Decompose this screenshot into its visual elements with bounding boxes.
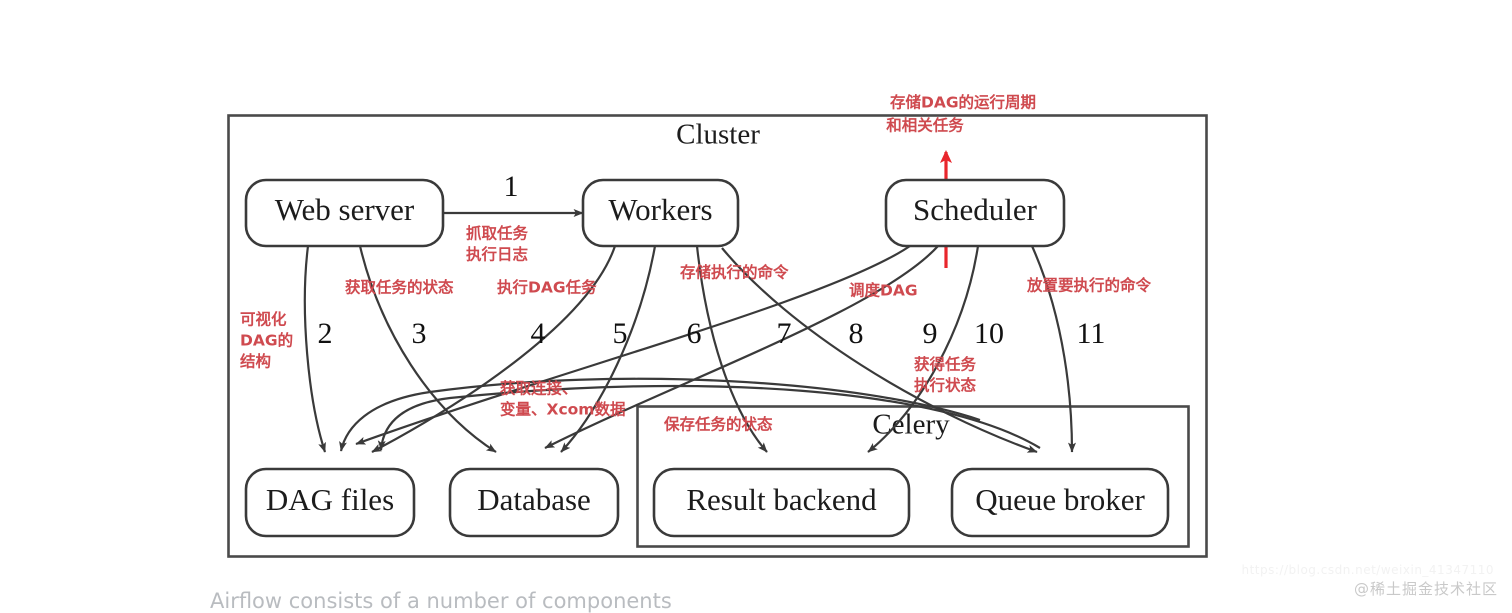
annotation-visualize-dag-line1: 可视化	[240, 310, 287, 329]
edge-8-scheduler-dagfiles	[355, 245, 911, 446]
edge-11-scheduler-queuebroker	[1030, 245, 1076, 453]
annotation-fetch-task-logs-line1: 抓取任务	[466, 224, 529, 243]
edge-number-4: 4	[531, 317, 546, 350]
annotation-store-dag-schedule-line2: 和相关任务	[886, 116, 964, 135]
group-title-celery: Celery	[872, 409, 950, 441]
edge-10-scheduler-resultbackend	[867, 245, 980, 453]
annotation-get-task-exec-state-line2: 执行状态	[914, 376, 977, 395]
edge-3-webserver-database	[358, 245, 497, 453]
edge-number-11: 11	[1077, 317, 1106, 350]
edge-number-8: 8	[849, 317, 864, 350]
annotation-get-task-state: 获取任务的状态	[345, 278, 454, 297]
watermark-url: https://blog.csdn.net/weixin_41347110	[1241, 563, 1494, 577]
edge-number-7: 7	[777, 317, 792, 350]
annotation-visualize-dag-line2: DAG的	[240, 331, 293, 350]
annotation-schedule-dag: 调度DAG	[849, 281, 918, 300]
watermark-site: @稀土掘金技术社区	[1353, 580, 1498, 598]
annotation-store-exec-command: 存储执行的命令	[680, 263, 789, 282]
annotation-place-command: 放置要执行的命令	[1026, 276, 1152, 295]
annotation-get-task-exec-state-line1: 获得任务	[914, 355, 977, 374]
annotation-get-conn-vars-line1: 获取连接、	[500, 379, 578, 398]
node-database[interactable]: Database	[448, 467, 620, 538]
edge-5-workers-database	[560, 245, 657, 453]
node-dag-files[interactable]: DAG files	[244, 467, 416, 538]
node-label-dag-files: DAG files	[266, 482, 394, 517]
node-queue-broker[interactable]: Queue broker	[950, 467, 1170, 538]
edge-database-connections-variables	[377, 384, 1041, 451]
edge-number-10: 10	[974, 317, 1004, 350]
node-label-queue-broker: Queue broker	[975, 482, 1145, 517]
annotation-save-task-state: 保存任务的状态	[663, 415, 773, 434]
edge-number-9: 9	[923, 317, 938, 350]
edge-number-6: 6	[687, 317, 702, 350]
annotation-store-dag-schedule-line1: 存储DAG的运行周期	[890, 93, 1036, 112]
node-label-web-server: Web server	[275, 192, 415, 227]
edge-number-2: 2	[318, 317, 333, 350]
edge-9-scheduler-database	[544, 245, 939, 449]
annotation-run-dag-task: 执行DAG任务	[497, 278, 597, 297]
group-title-cluster: Cluster	[676, 119, 760, 151]
edge-2-webserver-dagfiles	[303, 245, 327, 453]
figure-caption: Airflow consists of a number of componen…	[210, 589, 672, 613]
edge-7-workers-queuebroker	[721, 247, 1038, 454]
annotation-visualize-dag-line3: 结构	[239, 352, 271, 371]
node-scheduler[interactable]: Scheduler	[884, 178, 1066, 248]
edge-4-workers-dagfiles	[371, 245, 617, 453]
edge-number-1: 1	[504, 170, 519, 203]
edge-number-5: 5	[613, 317, 628, 350]
node-result-backend[interactable]: Result backend	[652, 467, 911, 538]
node-label-result-backend: Result backend	[686, 482, 877, 517]
group-box-cluster	[227, 114, 1208, 558]
node-web-server[interactable]: Web server	[244, 178, 445, 248]
edge-6-workers-resultbackend	[695, 245, 768, 453]
node-label-database: Database	[477, 482, 591, 517]
annotation-get-conn-vars-line2: 变量、Xcom数据	[500, 400, 626, 419]
edge-dagfiles-long-curve	[339, 377, 981, 452]
annotation-fetch-task-logs-line2: 执行日志	[466, 245, 529, 264]
node-workers[interactable]: Workers	[581, 178, 740, 248]
node-label-workers: Workers	[608, 192, 712, 227]
edge-number-3: 3	[412, 317, 427, 350]
node-label-scheduler: Scheduler	[913, 192, 1038, 227]
group-box-celery	[636, 405, 1190, 548]
